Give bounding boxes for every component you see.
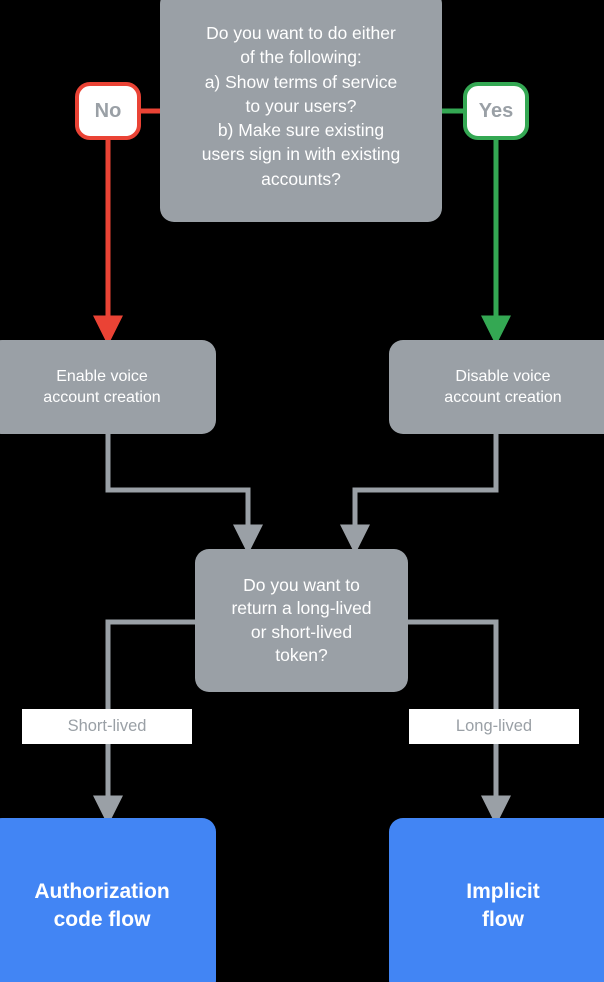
branch-pill-no-label: No [94, 99, 122, 122]
action-node-enable-voice-account-creation-text: Enable voice account creation [43, 367, 161, 406]
action-node-disable-voice-account-creation-text: Disable voice account creation [444, 367, 562, 406]
edge-label-short-lived: Short-lived [22, 709, 192, 744]
decision-node-token-lifetime: Do you want to return a long-lived or sh… [195, 549, 408, 692]
decision-node-token-lifetime-text: Do you want to return a long-lived or sh… [231, 574, 372, 665]
action-node-disable-voice-account-creation: Disable voice account creation [389, 340, 604, 434]
edge-label-long-lived: Long-lived [409, 709, 579, 744]
branch-pill-no[interactable]: No [75, 82, 141, 140]
action-node-enable-voice-account-creation: Enable voice account creation [0, 340, 216, 434]
outcome-node-implicit-flow-text: Implicit flow [466, 880, 540, 931]
outcome-node-authorization-code-flow-text: Authorization code flow [34, 880, 170, 931]
decision-node-terms-or-existing-users-text: Do you want to do either of the followin… [201, 22, 401, 189]
outcome-node-authorization-code-flow: Authorization code flow [0, 818, 216, 982]
outcome-node-implicit-flow: Implicit flow [389, 818, 604, 982]
edge-label-long-lived-text: Long-lived [455, 717, 533, 735]
branch-pill-yes[interactable]: Yes [463, 82, 529, 140]
wire-disable-to-decision [340, 434, 499, 555]
wire-enable-to-decision [105, 434, 263, 555]
branch-pill-yes-label: Yes [478, 99, 514, 122]
decision-node-terms-or-existing-users: Do you want to do either of the followin… [160, 0, 442, 222]
edge-label-short-lived-text: Short-lived [67, 717, 147, 735]
